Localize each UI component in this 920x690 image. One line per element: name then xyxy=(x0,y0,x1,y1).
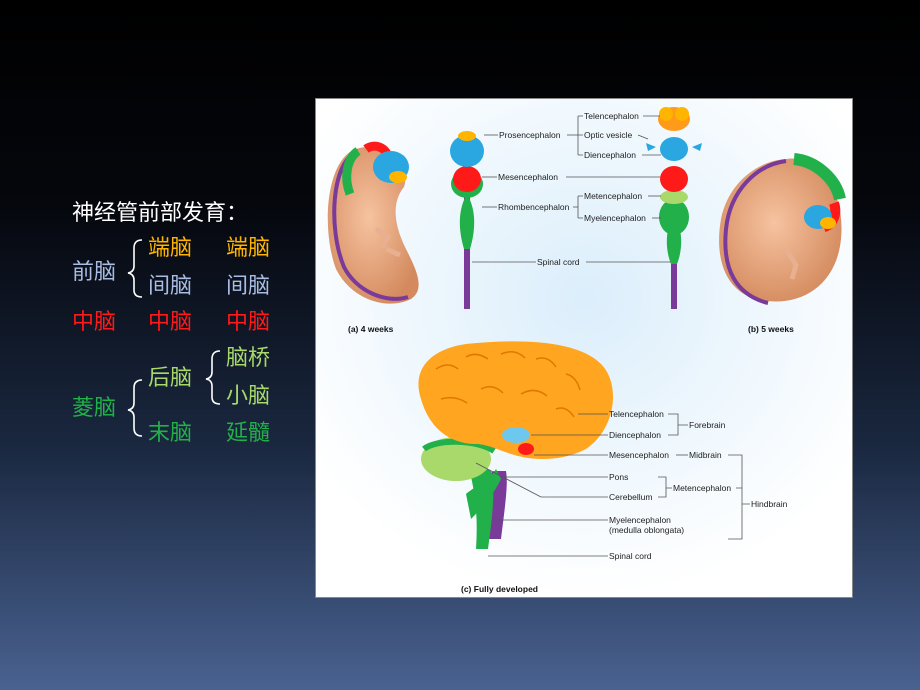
bracket-forebrain xyxy=(127,239,143,298)
stage2-diencephalon: 间脑 xyxy=(148,274,193,299)
lbl-cerebellum: Cerebellum xyxy=(609,492,652,502)
lbl-spinal-cord-top: Spinal cord xyxy=(537,257,580,267)
brackets xyxy=(127,239,221,437)
neural-tube-3-vesicles xyxy=(450,131,484,309)
stage3-telencephalon: 端脑 xyxy=(226,236,271,261)
brain-development-figure: (a) 4 weeks (b) 5 weeks xyxy=(315,98,853,598)
stage3-cerebellum: 小脑 xyxy=(226,384,271,409)
stage3-mesencephalon: 中脑 xyxy=(226,310,271,335)
lbl-diencephalon-top: Diencephalon xyxy=(584,150,636,160)
lbl-midbrain: Midbrain xyxy=(689,450,722,460)
lbl-forebrain: Forebrain xyxy=(689,420,726,430)
lbl-diencephalon-bottom: Diencephalon xyxy=(609,430,661,440)
stage2-mesencephalon: 中脑 xyxy=(148,310,193,335)
stage2-metencephalon: 后脑 xyxy=(148,366,193,391)
lbl-medulla: (medulla oblongata) xyxy=(609,525,684,535)
group-forebrain: 前脑 xyxy=(72,260,117,285)
bracket-hindbrain xyxy=(127,379,143,437)
lbl-mesencephalon-top: Mesencephalon xyxy=(498,172,558,182)
lbl-myelencephalon-bottom: Myelencephalon xyxy=(609,515,671,525)
group-midbrain: 中脑 xyxy=(72,310,117,335)
lbl-pons: Pons xyxy=(609,472,628,482)
lbl-metencephalon-bottom: Metencephalon xyxy=(673,483,731,493)
neural-tube-5-vesicles xyxy=(646,107,702,309)
caption-b: (b) 5 weeks xyxy=(748,324,794,334)
lbl-myelencephalon-top: Myelencephalon xyxy=(584,213,646,223)
embryo-4-weeks xyxy=(327,141,419,304)
stage2-telencephalon: 端脑 xyxy=(148,236,193,261)
stage2-myelencephalon: 末脑 xyxy=(148,421,193,446)
heading: 神经管前部发育： xyxy=(72,201,249,226)
stage3-diencephalon: 间脑 xyxy=(226,274,271,299)
lbl-prosencephalon: Prosencephalon xyxy=(499,130,561,140)
embryo-5-weeks xyxy=(719,153,846,305)
lbl-spinal-cord-bottom: Spinal cord xyxy=(609,551,652,561)
lbl-optic-vesicle: Optic vesicle xyxy=(584,130,632,140)
lbl-mesencephalon-bottom: Mesencephalon xyxy=(609,450,669,460)
lbl-telencephalon-bottom: Telencephalon xyxy=(609,409,664,419)
lbl-telencephalon-top: Telencephalon xyxy=(584,111,639,121)
stage3-pons: 脑桥 xyxy=(226,346,271,371)
lbl-rhombencephalon: Rhombencephalon xyxy=(498,202,570,212)
group-hindbrain: 菱脑 xyxy=(72,396,117,421)
lbl-hindbrain: Hindbrain xyxy=(751,499,788,509)
adult-brain xyxy=(418,341,613,549)
bracket-metencephalon xyxy=(205,350,221,405)
lbl-metencephalon-top: Metencephalon xyxy=(584,191,642,201)
caption-a: (a) 4 weeks xyxy=(348,324,394,334)
caption-c: (c) Fully developed xyxy=(461,584,538,594)
stage3-medulla: 延髓 xyxy=(226,421,271,446)
